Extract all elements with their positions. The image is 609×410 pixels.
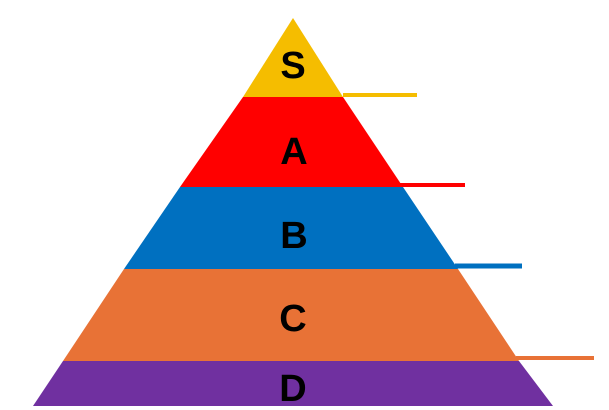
tier-d-band (33, 361, 553, 406)
tier-a-label: A (280, 131, 307, 173)
tier-a-band (180, 97, 403, 187)
tier-b-band (124, 187, 458, 269)
tier-s-band (243, 18, 343, 97)
tier-c-label: C (279, 298, 306, 340)
tier-b-label: B (280, 215, 307, 257)
tier-c-band (63, 269, 519, 361)
tier-s-label: S (280, 45, 305, 87)
tier-d-label: D (279, 368, 306, 410)
